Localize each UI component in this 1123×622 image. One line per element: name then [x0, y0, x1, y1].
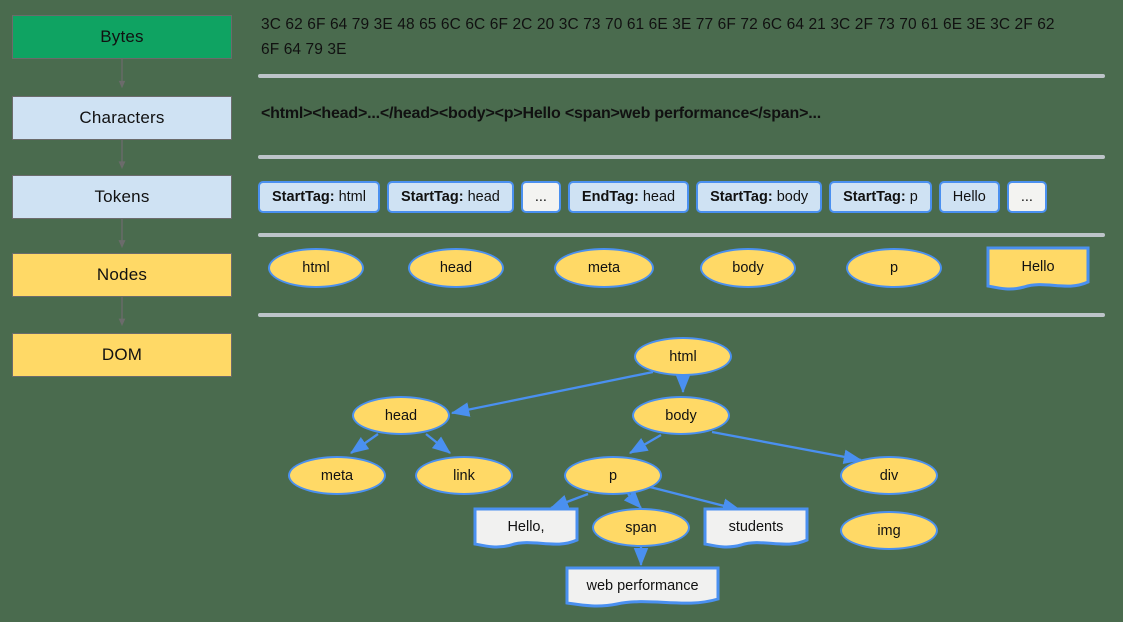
tree-node-text-web-performance: web performance	[565, 566, 720, 609]
node-ellipse-head: head	[408, 248, 504, 288]
node-ellipse-p: p	[846, 248, 942, 288]
tree-node-link: link	[415, 456, 513, 495]
document-shape-icon	[986, 246, 1090, 291]
node-label: link	[453, 467, 475, 484]
node-label: img	[877, 522, 901, 539]
pipeline-stage-label: Tokens	[94, 187, 150, 206]
token-chip-ellipsis: ...	[520, 181, 561, 213]
edge-body-p	[629, 434, 662, 454]
node-label: html	[302, 260, 330, 276]
section-divider	[258, 313, 1105, 317]
node-label: head	[439, 260, 473, 276]
node-ellipse-body: body	[700, 248, 796, 288]
pipeline-stage-label: DOM	[101, 345, 143, 364]
node-label: students	[728, 518, 784, 535]
token-chip: StartTag:html	[258, 181, 380, 213]
token-chip: StartTag:head	[386, 181, 514, 213]
token-chip-ellipsis: ...	[1006, 181, 1047, 213]
token-value: html	[338, 189, 366, 205]
node-label: body	[665, 407, 697, 424]
pipeline-arrow-icon	[118, 140, 126, 170]
section-divider	[258, 233, 1105, 237]
tree-node-span: span	[592, 508, 690, 547]
node-label: meta	[320, 467, 354, 484]
node-label: Hello,	[507, 518, 545, 535]
node-label: html	[669, 348, 697, 365]
token-kind: StartTag:	[843, 189, 906, 205]
tree-node-text-hello: Hello,	[473, 507, 579, 550]
edge-p-span	[623, 490, 642, 509]
node-label: Hello	[1021, 259, 1055, 275]
token-value: head	[467, 189, 500, 205]
node-label: div	[879, 467, 899, 484]
document-shape-icon	[473, 507, 579, 549]
token-value: ...	[534, 189, 547, 205]
token-value: body	[776, 189, 809, 205]
edge-head-link	[425, 433, 451, 454]
token-chip: StartTag:p	[829, 181, 932, 213]
node-document-hello: Hello	[986, 246, 1090, 292]
pipeline-stage-tokens: Tokens	[12, 175, 232, 219]
tree-node-img: img	[840, 511, 938, 550]
tree-node-meta: meta	[288, 456, 386, 495]
node-ellipse-meta: meta	[554, 248, 654, 288]
token-kind: StartTag:	[400, 189, 464, 205]
tree-node-div: div	[840, 456, 938, 495]
token-kind: StartTag:	[710, 189, 773, 205]
tree-node-head: head	[352, 396, 450, 435]
section-divider	[258, 74, 1105, 78]
token-kind: EndTag:	[581, 189, 639, 205]
token-value: head	[642, 189, 676, 205]
pipeline-stage-characters: Characters	[12, 96, 232, 140]
token-chip: StartTag:body	[696, 181, 823, 213]
tree-node-p: p	[564, 456, 662, 495]
node-ellipse-html: html	[268, 248, 364, 288]
node-label: p	[889, 260, 899, 276]
node-label: span	[625, 519, 657, 536]
pipeline-arrow-icon	[118, 59, 126, 89]
node-label: body	[732, 260, 764, 276]
token-value: ...	[1020, 189, 1033, 205]
tree-node-body: body	[632, 396, 730, 435]
edge-html-head	[450, 370, 654, 417]
edge-p-hello	[549, 492, 589, 510]
token-kind: StartTag:	[272, 189, 335, 205]
characters-markup-text: <html><head>...</head><body><p>Hello <sp…	[261, 105, 821, 122]
edge-body-div	[711, 430, 863, 465]
edge-head-meta	[350, 433, 379, 454]
node-label: p	[608, 467, 618, 484]
node-label: web performance	[586, 577, 699, 594]
pipeline-stage-label: Nodes	[96, 265, 148, 284]
pipeline-arrow-icon	[118, 297, 126, 327]
token-value: Hello	[952, 189, 986, 205]
node-label: head	[384, 407, 418, 424]
token-chip-text: Hello	[938, 181, 1000, 213]
pipeline-stage-label: Bytes	[100, 27, 144, 46]
tree-node-text-students: students	[703, 507, 809, 550]
pipeline-stage-dom: DOM	[12, 333, 232, 377]
token-value: p	[909, 189, 918, 205]
edge-p-students	[649, 485, 742, 513]
tree-node-html: html	[634, 337, 732, 376]
pipeline-arrow-icon	[118, 219, 126, 249]
document-shape-icon	[703, 507, 809, 549]
section-divider	[258, 155, 1105, 159]
bytes-hex-text: 3C 62 6F 64 79 3E 48 65 6C 6C 6F 2C 20 3…	[261, 16, 1055, 58]
token-chip: EndTag:head	[567, 181, 690, 213]
pipeline-stage-bytes: Bytes	[12, 15, 232, 59]
token-chip-list: StartTag:html StartTag:head ... EndTag:h…	[258, 181, 1047, 213]
pipeline-stage-label: Characters	[79, 108, 165, 127]
document-shape-icon	[565, 566, 720, 608]
pipeline-stage-nodes: Nodes	[12, 253, 232, 297]
node-label: meta	[587, 260, 621, 276]
